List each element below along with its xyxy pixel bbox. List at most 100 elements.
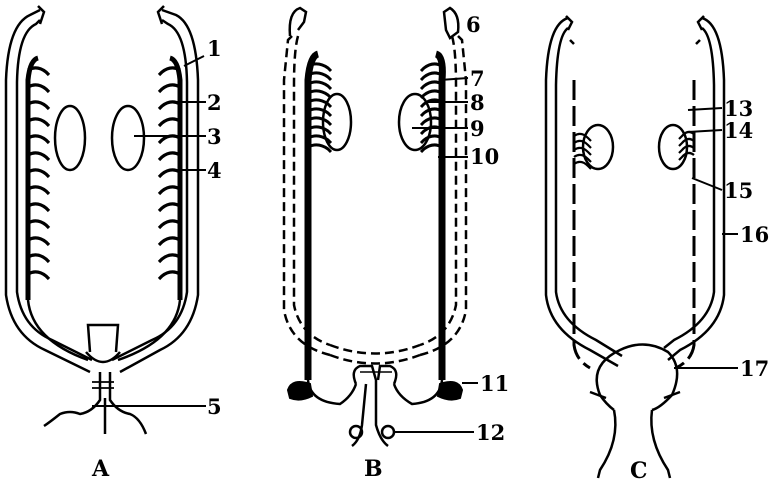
tubule-AL-0 — [27, 66, 51, 77]
figure-a — [4, 5, 200, 435]
tubule-BR-0 — [419, 62, 443, 73]
figure-b-gland-left — [348, 424, 364, 440]
tubule-CL-4 — [573, 160, 592, 170]
figure-b-outer-right-dashed — [329, 35, 468, 365]
figure-a-tubules-right — [157, 66, 181, 281]
figure-b-ovary-left — [286, 381, 314, 401]
tubule-BL-5 — [307, 107, 333, 118]
tubule-BL-8 — [307, 134, 333, 145]
label-8: 8 — [470, 90, 485, 115]
figure-c-bladder — [589, 343, 681, 479]
leader-13 — [687, 107, 723, 111]
figure-a-duct-left — [25, 55, 39, 300]
tubule-AL-10 — [27, 236, 51, 247]
label-3: 3 — [207, 124, 222, 149]
tubule-BR-3 — [419, 89, 443, 100]
figure-b-ovary-right — [436, 381, 464, 401]
tubule-BR-1 — [419, 71, 443, 82]
tubule-AL-2 — [27, 100, 51, 111]
label-5: 5 — [207, 394, 222, 419]
tubule-AR-8 — [157, 202, 181, 213]
figure-b-gonad-right — [397, 92, 433, 152]
figure-a-tubules-left — [27, 66, 51, 281]
tubule-AL-7 — [27, 185, 51, 196]
leader-15 — [691, 177, 723, 191]
tubule-AL-3 — [27, 117, 51, 128]
tubule-CR-2 — [678, 144, 695, 154]
figure-b — [282, 6, 468, 447]
tubule-BR-9 — [419, 143, 443, 154]
tubule-CR-1 — [678, 137, 695, 147]
tubule-CR-3 — [678, 151, 695, 161]
figure-c — [544, 15, 726, 479]
label-6: 6 — [466, 12, 481, 37]
tubule-BR-5 — [419, 107, 443, 118]
tubule-AL-11 — [27, 253, 51, 264]
label-9: 9 — [470, 116, 485, 141]
figure-b-gland-right — [380, 424, 396, 440]
label-14: 14 — [724, 118, 754, 143]
figure-a-duct-right — [169, 55, 183, 300]
tubule-BL-0 — [307, 62, 333, 73]
figure-a-outer-duct-right — [111, 5, 200, 374]
tubule-BR-8 — [419, 134, 443, 145]
figure-c-gonad-left — [581, 123, 615, 171]
leader-lines — [92, 55, 738, 433]
tubule-AR-6 — [157, 168, 181, 179]
tubule-AR-10 — [157, 236, 181, 247]
caption-a: A — [92, 456, 110, 482]
tubule-AR-0 — [157, 66, 181, 77]
tubule-CL-2 — [573, 146, 592, 156]
tubule-AR-12 — [157, 270, 181, 281]
tubule-AL-4 — [27, 134, 51, 145]
tubule-AR-5 — [157, 151, 181, 162]
figure-b-tubules-left — [307, 62, 333, 154]
tubule-BL-3 — [307, 89, 333, 100]
tubule-AL-9 — [27, 219, 51, 230]
figure-c-vestigial-duct-left — [572, 80, 591, 370]
tubule-BL-9 — [307, 143, 333, 154]
tubule-AL-5 — [27, 151, 51, 162]
label-10: 10 — [470, 144, 500, 169]
label-1: 1 — [207, 36, 222, 61]
tubule-AR-7 — [157, 185, 181, 196]
tubule-CL-3 — [573, 153, 592, 163]
label-11: 11 — [480, 371, 510, 396]
tubule-CR-0 — [678, 130, 695, 140]
label-13: 13 — [724, 96, 754, 121]
label-17: 17 — [740, 356, 770, 381]
leader-7 — [439, 77, 469, 81]
figure-c-tubules-left — [573, 132, 592, 170]
tubule-AL-12 — [27, 270, 51, 281]
caption-b: B — [364, 456, 383, 482]
label-15: 15 — [724, 178, 754, 203]
tubule-BL-1 — [307, 71, 333, 82]
label-7: 7 — [470, 66, 485, 91]
tubule-AR-2 — [157, 100, 181, 111]
tubule-AL-8 — [27, 202, 51, 213]
figure-a-gonad-right — [110, 104, 146, 172]
tubule-BR-2 — [419, 80, 443, 91]
label-2: 2 — [207, 90, 222, 115]
tubule-AL-6 — [27, 168, 51, 179]
leader-1 — [183, 55, 205, 67]
tubule-AR-9 — [157, 219, 181, 230]
tubule-AL-1 — [27, 83, 51, 94]
figure-c-vestigial-duct-right — [675, 80, 696, 370]
figure-a-gonad-left — [53, 104, 87, 172]
figure-c-outer-left — [544, 15, 623, 368]
figure-b-gonad-left — [321, 92, 353, 152]
tubule-AR-3 — [157, 117, 181, 128]
tubule-AR-11 — [157, 253, 181, 264]
label-16: 16 — [740, 222, 770, 247]
figure-b-outer-left-dashed — [282, 35, 331, 357]
figure-c-gonad-right — [657, 123, 689, 171]
tubule-CL-1 — [573, 139, 592, 149]
caption-c: C — [630, 458, 648, 484]
tubule-CL-0 — [573, 132, 592, 142]
label-12: 12 — [476, 420, 506, 445]
label-4: 4 — [207, 158, 222, 183]
tubule-BL-2 — [307, 80, 333, 91]
tubule-BL-4 — [307, 98, 333, 109]
